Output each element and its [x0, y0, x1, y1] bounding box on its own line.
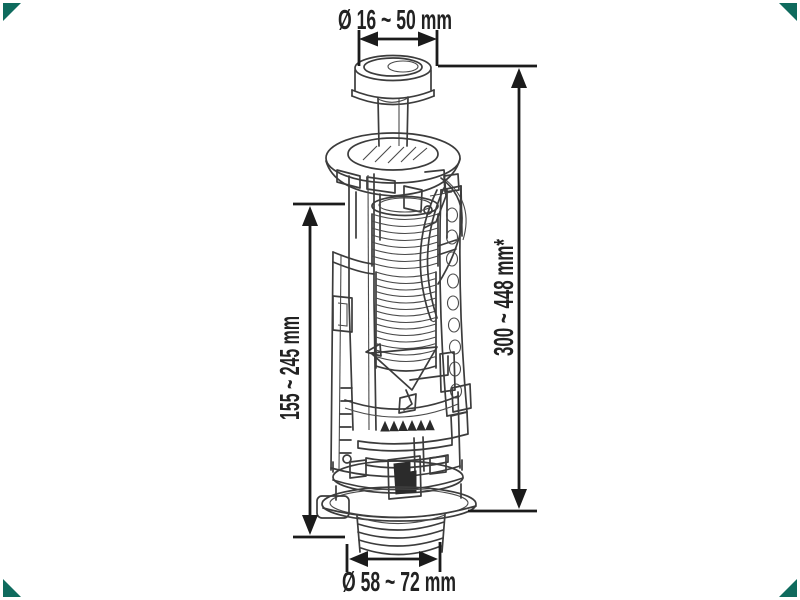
corner-mark-top-left	[3, 3, 21, 21]
corner-mark-bottom-right	[779, 579, 797, 597]
adjustment-rack	[419, 173, 468, 417]
dimension-label-left: 155 ~ 245 mm	[274, 316, 305, 420]
mounting-flange	[325, 132, 463, 241]
float-cup	[344, 395, 459, 473]
siphon-funnel	[365, 343, 456, 414]
dimension-label-right: 300 ~ 448 mm*	[488, 239, 519, 356]
dimension-left: 155 ~ 245 mm	[274, 202, 345, 539]
lower-body	[330, 251, 472, 478]
bottom-flange	[332, 455, 464, 500]
dimension-bottom: Ø 58 ~ 72 mm	[342, 542, 456, 597]
dimension-top: Ø 16 ~ 50 mm	[338, 4, 452, 66]
flush-push-button	[351, 54, 435, 106]
bellows-column	[371, 195, 439, 372]
overflow-tube	[332, 173, 457, 431]
corner-mark-top-right	[779, 3, 797, 21]
corner-mark-bottom-left	[3, 579, 21, 597]
dimension-annotations: Ø 16 ~ 50 mm 300 ~ 448 mm* 155 ~ 245 mm …	[274, 4, 537, 597]
dimension-label-bottom: Ø 58 ~ 72 mm	[342, 566, 456, 597]
seal-ring	[316, 483, 477, 522]
dimension-right: 300 ~ 448 mm*	[438, 64, 537, 513]
valve-drawing	[316, 54, 477, 556]
dimension-label-top: Ø 16 ~ 50 mm	[338, 4, 452, 35]
threaded-outlet	[356, 513, 446, 556]
corner-marks	[3, 3, 797, 597]
